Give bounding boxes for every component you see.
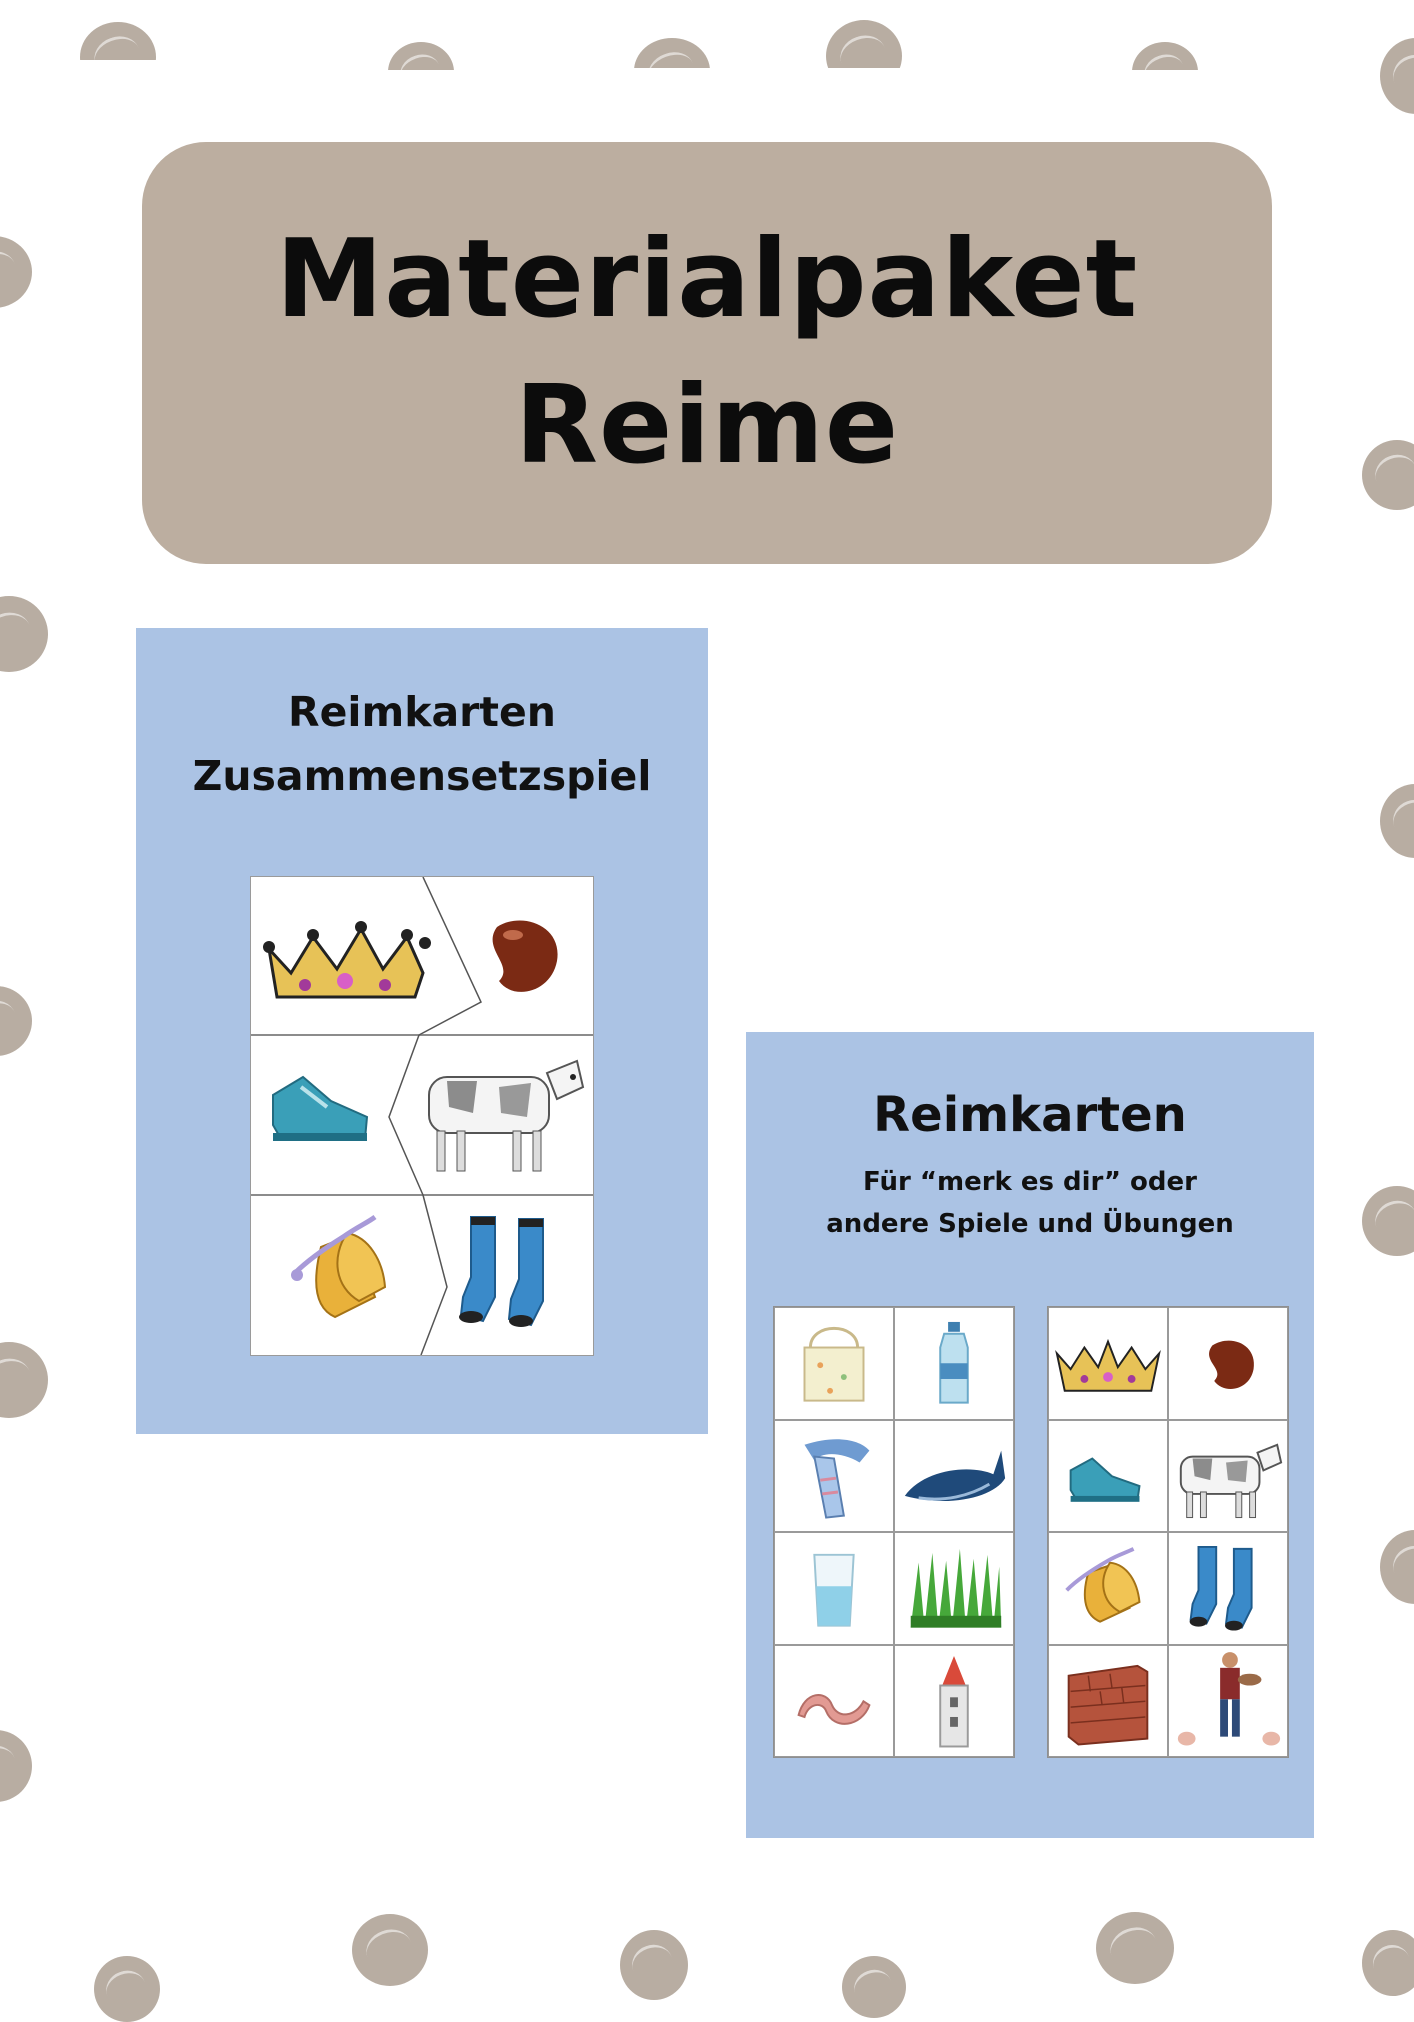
dot	[634, 38, 710, 68]
dot	[0, 1730, 32, 1802]
puzzle-svg	[251, 877, 593, 1355]
dot	[0, 236, 32, 308]
socks-icon	[459, 1216, 544, 1327]
bean-icon	[1209, 1340, 1254, 1389]
dot	[842, 1956, 906, 2018]
dot	[1362, 1186, 1414, 1256]
dot	[1380, 38, 1414, 114]
cow-icon	[1179, 1442, 1283, 1518]
shoe-icon	[272, 1075, 369, 1141]
crown-icon	[1055, 1338, 1161, 1392]
card	[1168, 1419, 1288, 1532]
card	[1048, 1644, 1168, 1757]
dot	[826, 20, 902, 68]
dot	[0, 986, 32, 1056]
card	[894, 1307, 1014, 1420]
card	[894, 1419, 1014, 1532]
card	[894, 1644, 1014, 1757]
card-grid-1	[773, 1306, 1015, 1758]
dot	[1380, 784, 1414, 858]
card	[1048, 1532, 1168, 1645]
farmer-icon	[1177, 1651, 1281, 1745]
page-title-line1: Materialpaket	[275, 217, 1139, 342]
right-panel-subtitle-line2: andere Spiele und Übungen	[826, 1209, 1234, 1239]
title-box: Materialpaket Reime	[142, 142, 1272, 564]
tower-icon	[939, 1655, 969, 1747]
card-grid-2	[1047, 1306, 1289, 1758]
page-title-line2: Reime	[514, 363, 900, 488]
crown-icon	[263, 921, 431, 999]
card	[774, 1532, 894, 1645]
card	[1048, 1307, 1168, 1420]
dot	[94, 1956, 160, 2022]
bell-icon	[1065, 1547, 1141, 1623]
dot	[1362, 440, 1414, 510]
cow-icon	[428, 1059, 585, 1172]
card	[1168, 1532, 1288, 1645]
card	[1048, 1419, 1168, 1532]
right-panel-subtitle-line1: Für “merk es dir” oder	[863, 1167, 1197, 1197]
card	[1168, 1307, 1288, 1420]
dot	[1380, 1530, 1414, 1604]
bean-icon	[492, 920, 558, 992]
grass-icon	[910, 1548, 1002, 1628]
card	[1168, 1644, 1288, 1757]
glass-icon	[813, 1553, 855, 1627]
card	[774, 1419, 894, 1532]
bag-icon	[803, 1326, 865, 1402]
bottle-icon	[939, 1321, 969, 1404]
dot	[0, 1342, 48, 1418]
bell-icon	[291, 1214, 387, 1319]
card	[894, 1532, 1014, 1645]
dot	[80, 22, 156, 60]
dot	[1096, 1912, 1174, 1984]
puzzle-cards	[250, 876, 594, 1356]
worm-icon	[797, 1693, 871, 1725]
left-panel-title-line1: Reimkarten	[288, 688, 556, 736]
dot	[1362, 1930, 1414, 1996]
dot	[620, 1930, 688, 2000]
dot	[352, 1914, 428, 1986]
shoe-icon	[1069, 1456, 1141, 1502]
wall-icon	[1067, 1664, 1149, 1746]
right-panel-title: Reimkarten	[873, 1087, 1187, 1143]
card	[774, 1644, 894, 1757]
whale-icon	[904, 1450, 1006, 1501]
scarf-icon	[804, 1438, 870, 1519]
left-panel-title-line2: Zusammensetzspiel	[192, 752, 652, 800]
card	[774, 1307, 894, 1420]
dot	[0, 596, 48, 672]
socks-icon	[1189, 1545, 1253, 1631]
dot	[388, 42, 454, 70]
dot	[1132, 42, 1198, 70]
